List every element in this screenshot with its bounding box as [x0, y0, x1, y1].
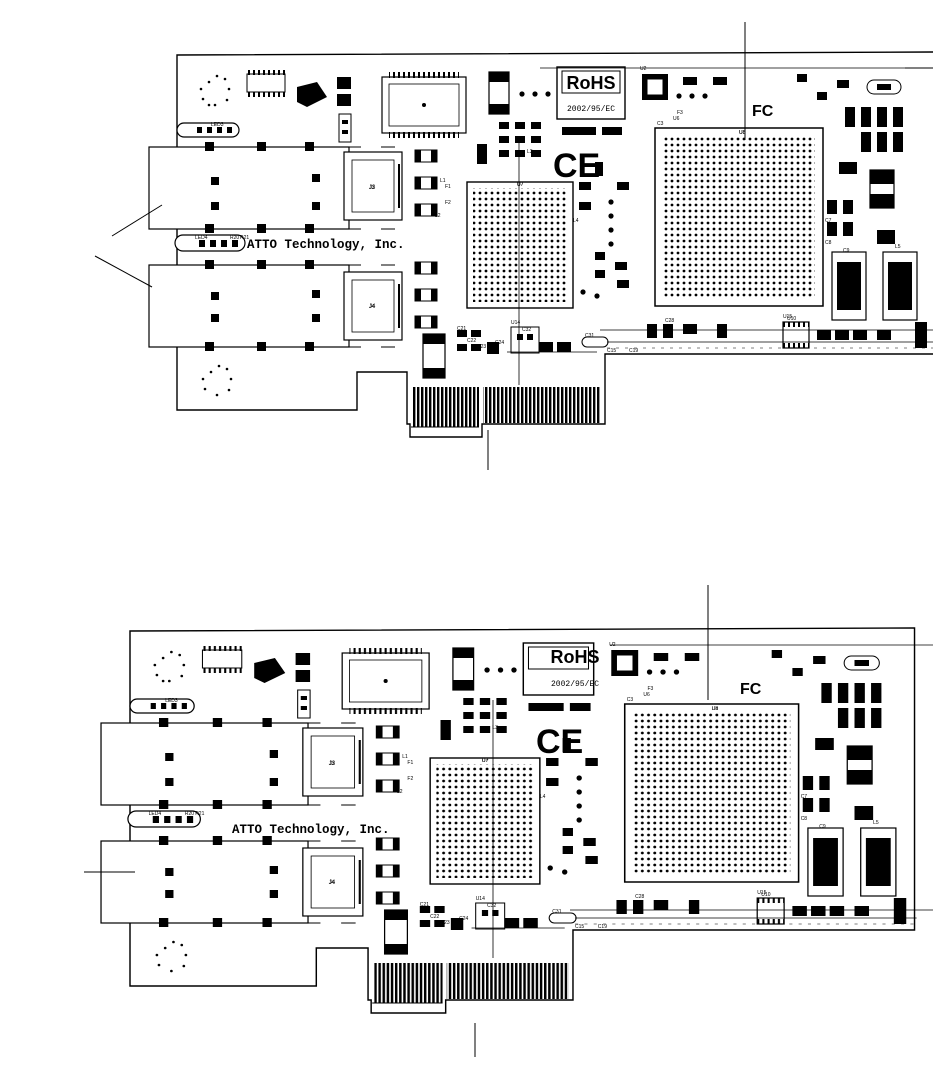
- ref-designator: R20: [230, 235, 239, 241]
- ref-designator: LED4: [149, 811, 162, 817]
- board-top: [94, 22, 933, 470]
- ref-designator: C22: [467, 338, 476, 344]
- ref-designator: C8: [825, 240, 832, 246]
- maker-label-bottom: ATTO Technology, Inc.: [232, 823, 390, 837]
- ref-designator: U2: [640, 66, 647, 72]
- ref-designator: L3: [492, 725, 498, 731]
- ref-designator: LED3: [165, 698, 178, 704]
- maker-label-top: ATTO Technology, Inc.: [247, 238, 405, 252]
- ce-mark-top: CE: [553, 147, 600, 185]
- ref-designator: F3: [648, 686, 654, 692]
- ref-designator: U15: [757, 890, 766, 896]
- ref-designator: C15: [607, 348, 616, 354]
- ref-designator: J4: [369, 304, 375, 310]
- ref-designator: C21: [420, 902, 429, 908]
- ref-designator: C24: [459, 916, 468, 922]
- ref-designator: C19: [629, 348, 638, 354]
- ref-designator: U7: [482, 758, 489, 764]
- ref-designator: C7: [825, 218, 832, 224]
- ref-designator: J4: [329, 880, 335, 886]
- ref-designator: C31: [585, 333, 594, 339]
- fcc-logo-bottom: FC: [740, 681, 762, 698]
- board-bottom: [84, 585, 933, 1057]
- ref-designator: L2: [435, 213, 441, 219]
- ref-designator: C8: [801, 816, 808, 822]
- ref-designator: C31: [552, 909, 561, 915]
- rohs-directive-text-top: 2002/95/EC: [567, 105, 615, 114]
- ref-designator: C23: [441, 920, 450, 926]
- ref-designator: U8: [739, 130, 746, 136]
- ref-designator: C24: [495, 340, 504, 346]
- ref-designator: R20: [185, 811, 194, 817]
- fcc-logo-top: FC: [752, 103, 774, 120]
- ref-designator: U6: [673, 116, 680, 122]
- ref-designator: C3: [657, 121, 664, 127]
- ref-designator: U10: [761, 892, 770, 898]
- ref-designator: F2: [407, 776, 413, 782]
- ref-designator: LED3: [211, 122, 224, 128]
- ref-designator: L1: [440, 178, 446, 184]
- ref-designator: C23: [477, 344, 486, 350]
- ref-designator: U10: [787, 316, 796, 322]
- ref-designator: U8: [712, 706, 719, 712]
- rohs-logo-text-top: RoHS: [567, 73, 616, 93]
- ref-designator: U2: [609, 642, 616, 648]
- ref-designator: R21: [240, 235, 249, 241]
- ref-designator: C32: [487, 903, 496, 909]
- ref-designator: F1: [445, 184, 451, 190]
- ref-designator: C28: [665, 318, 674, 324]
- ref-designator: C19: [598, 924, 607, 930]
- ref-designator: F1: [407, 760, 413, 766]
- ref-designator: C28: [635, 894, 644, 900]
- ref-designator: L2: [397, 789, 403, 795]
- ref-designator: C3: [627, 697, 634, 703]
- ref-designator: U7: [517, 182, 524, 188]
- ref-designator: F3: [677, 110, 683, 116]
- ref-designator: L5: [895, 244, 901, 250]
- ref-designator: L1: [402, 754, 408, 760]
- rohs-logo-text-bottom: RoHS: [551, 647, 600, 667]
- ce-mark-bottom: CE: [536, 723, 583, 761]
- ref-designator: J3: [329, 761, 335, 767]
- ref-designator: C21: [457, 326, 466, 332]
- ref-designator: C9: [843, 248, 850, 254]
- ref-designator: R21: [195, 811, 204, 817]
- ref-designator: L4: [573, 218, 579, 224]
- ref-designator: U15: [783, 314, 792, 320]
- rohs-directive-text-bottom: 2002/95/EC: [551, 680, 599, 689]
- ref-designator: LED4: [195, 235, 208, 241]
- ref-designator: L4: [540, 794, 546, 800]
- ref-designator: L5: [873, 820, 879, 826]
- ref-designator: C15: [575, 924, 584, 930]
- ref-designator: C9: [819, 824, 826, 830]
- ref-designator: C7: [801, 794, 808, 800]
- ref-designator: U14: [511, 320, 520, 326]
- ref-designator: F2: [445, 200, 451, 206]
- ref-designator: U6: [643, 692, 650, 698]
- ref-designator: C22: [430, 914, 439, 920]
- ref-designator: J3: [369, 185, 375, 191]
- ref-designator: C32: [522, 327, 531, 333]
- ref-designator: U14: [476, 896, 485, 902]
- ref-designator: L3: [527, 149, 533, 155]
